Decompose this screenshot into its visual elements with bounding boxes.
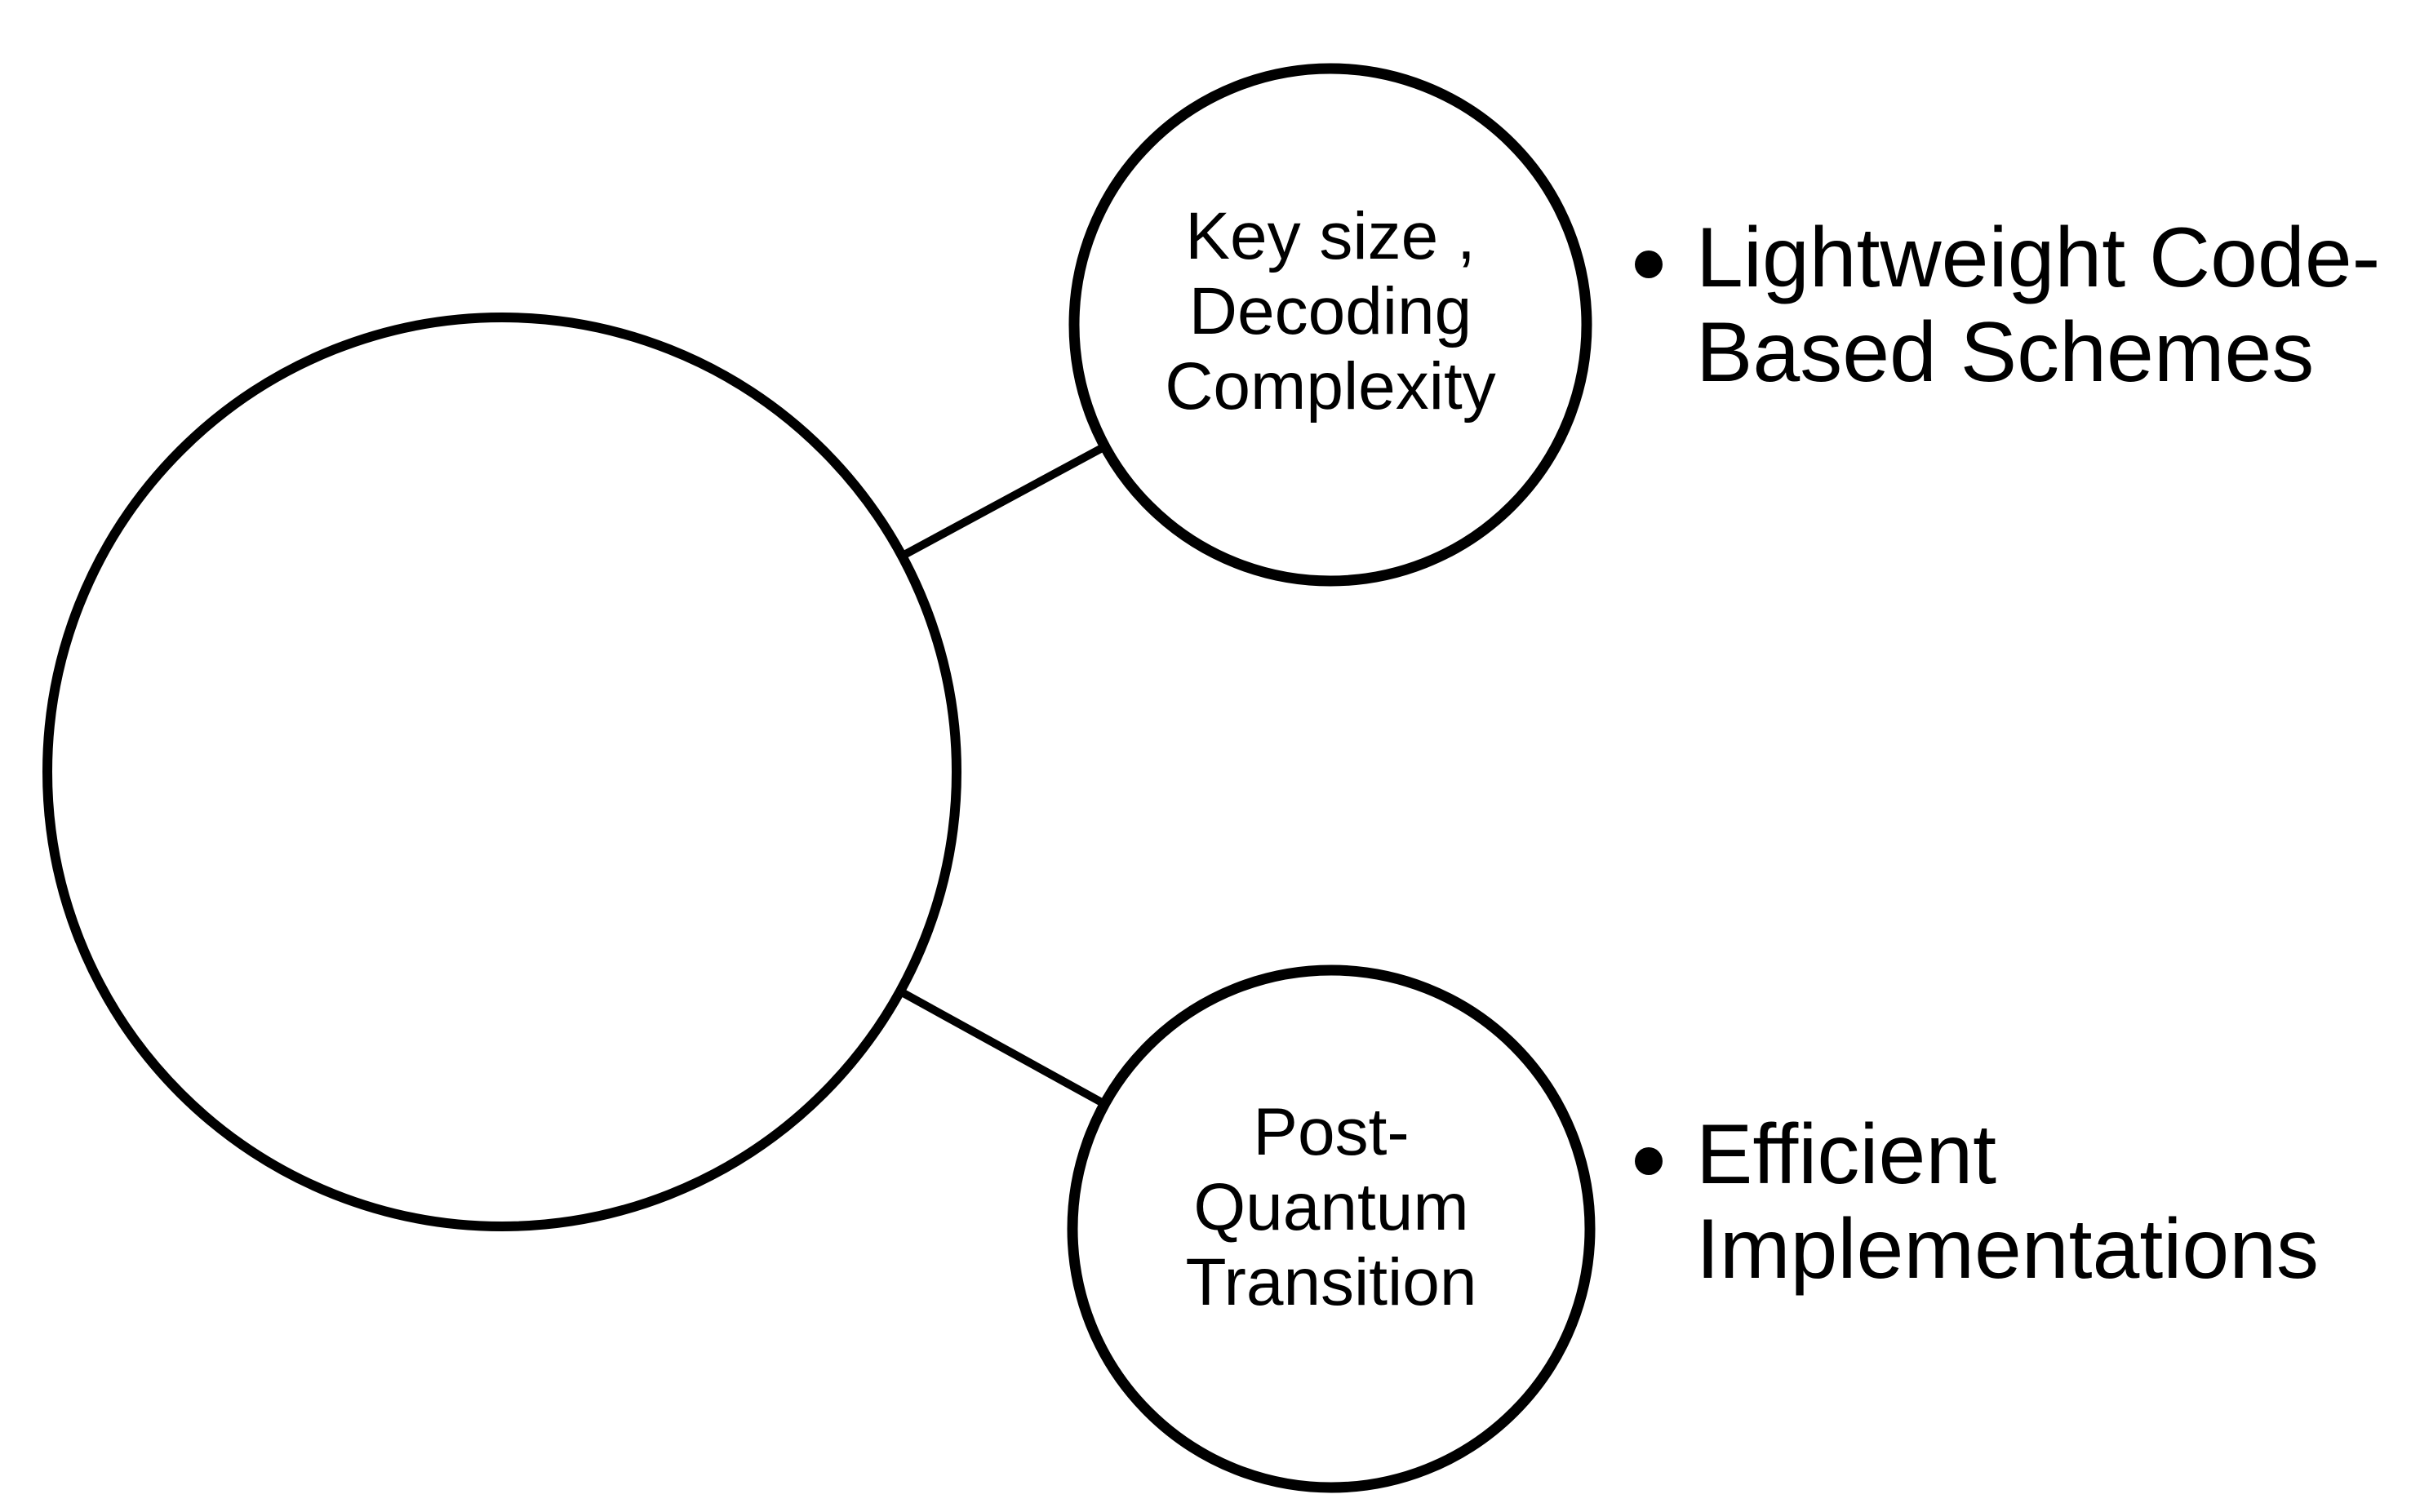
top-node-circle[interactable] <box>1068 63 1592 587</box>
top-node-label: Key size , Decoding Complexity <box>1165 199 1496 423</box>
bullet-text-bottom: Efficient Implementations <box>1696 1107 2320 1297</box>
bullet-text-top: Lightweight Code- Based Schemes <box>1696 211 2381 400</box>
bottom-node-circle[interactable] <box>1067 964 1596 1493</box>
main-node-circle[interactable] <box>42 313 961 1231</box>
bullet-icon <box>1635 1147 1663 1175</box>
bullet-item-bottom: Efficient Implementations <box>1635 1107 2418 1297</box>
bullet-icon <box>1635 251 1663 278</box>
bottom-node-label: Post- Quantum Transition <box>1185 1095 1477 1319</box>
bullet-item-top: Lightweight Code- Based Schemes <box>1635 211 2418 400</box>
